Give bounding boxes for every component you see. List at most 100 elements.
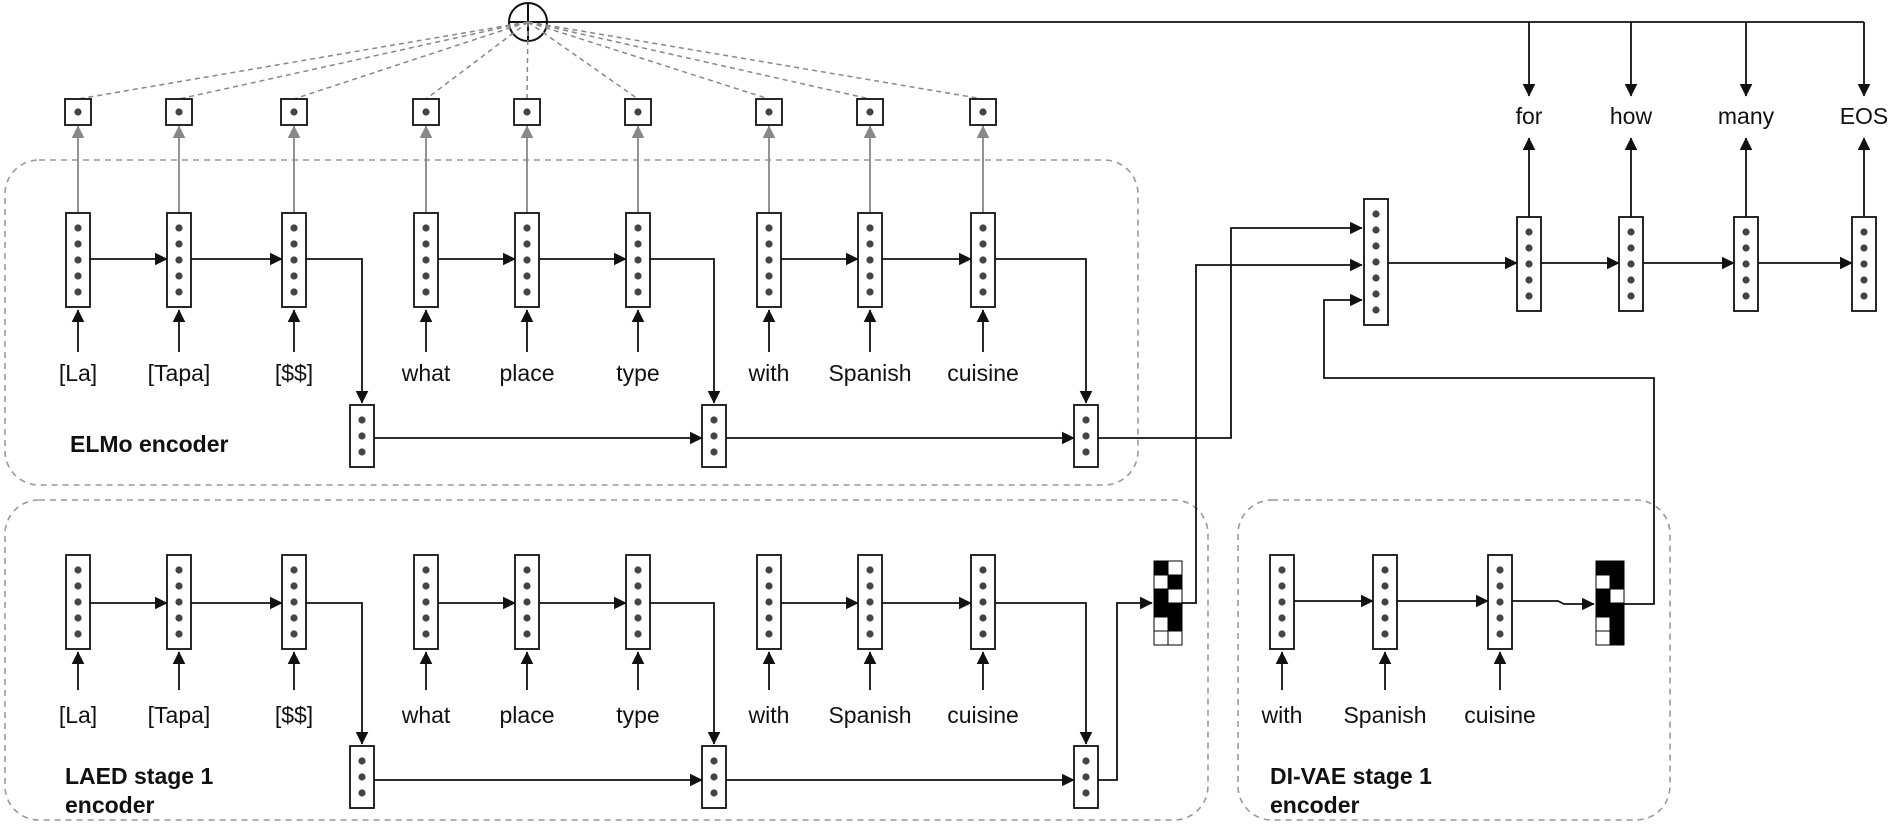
elmo-output-dot-6 (765, 108, 773, 116)
elmo-summary-vector-2 (1073, 404, 1099, 468)
vector-dot (866, 288, 874, 296)
vector-dot (1278, 630, 1286, 638)
elmo-encoder-title: ELMo encoder (70, 431, 229, 457)
vector-dot (422, 630, 430, 638)
vector-dot (175, 614, 183, 622)
output-token-label-2: many (1718, 103, 1775, 129)
vector-dot (290, 256, 298, 264)
laed-token-label-6: with (748, 702, 790, 728)
vector-dot (74, 288, 82, 296)
vector-dot (765, 614, 773, 622)
laed-token-label-7: Spanish (828, 702, 911, 728)
elmo-output-dot-2 (290, 108, 298, 116)
vector-dot (1742, 292, 1750, 300)
vector-dot (1525, 260, 1533, 268)
vector-dot (175, 256, 183, 264)
vector-dot (866, 566, 874, 574)
laed-summary-vector-2 (1073, 745, 1099, 809)
vector-dot (358, 448, 366, 456)
divae-vector-1 (1372, 554, 1398, 650)
vector-dot (634, 614, 642, 622)
laed-token-label-4: place (500, 702, 555, 728)
elmo-dashed-link-0 (77, 21, 529, 100)
decoder-input-vector (1363, 198, 1389, 326)
vector-dot (1496, 582, 1504, 590)
vector-dot (866, 272, 874, 280)
vector-dot (866, 614, 874, 622)
vector-dot (74, 272, 82, 280)
code-cell-filled (1609, 574, 1625, 590)
vector-dot (74, 598, 82, 606)
vector-dot (1860, 244, 1868, 252)
elmo-group-arrow-0 (306, 258, 369, 404)
vector-dot (1627, 260, 1635, 268)
vector-dot (523, 582, 531, 590)
vector-dot (1381, 598, 1389, 606)
elmo-vector-5 (625, 212, 651, 308)
vector-dot (1860, 228, 1868, 236)
vector-dot (866, 630, 874, 638)
vector-dot (523, 272, 531, 280)
elmo-token-label-0: [La] (59, 360, 97, 386)
elmo-token-label-5: type (616, 360, 659, 386)
vector-dot (634, 224, 642, 232)
vector-dot (358, 757, 366, 765)
laed-group-arrow-0 (306, 602, 369, 745)
code-cell-empty (1153, 574, 1169, 590)
vector-dot (523, 256, 531, 264)
elmo-output-dot-5 (634, 108, 642, 116)
laed-token-label-0: [La] (59, 702, 97, 728)
laed-token-label-1: [Tapa] (148, 702, 211, 728)
divae-encoder-region (1237, 499, 1671, 821)
code-cell-empty (1167, 560, 1183, 576)
decoder-output-vector-1 (1618, 216, 1644, 312)
vector-dot (1496, 614, 1504, 622)
vector-dot (866, 256, 874, 264)
code-cell-filled (1167, 574, 1183, 590)
divae-token-label-0: with (1261, 702, 1303, 728)
code-cell-filled (1609, 560, 1625, 576)
vector-dot (1082, 416, 1090, 424)
laed-token-label-8: cuisine (947, 702, 1019, 728)
vector-dot (765, 582, 773, 590)
code-cell-empty (1595, 574, 1611, 590)
vector-dot (866, 240, 874, 248)
vector-dot (175, 630, 183, 638)
vector-dot (765, 224, 773, 232)
laed-token-label-3: what (401, 702, 451, 728)
elmo-output-cell-2 (280, 98, 308, 126)
vector-dot (979, 224, 987, 232)
code-cell-filled (1153, 588, 1169, 604)
vector-dot (1082, 432, 1090, 440)
laed-group-arrow-2 (995, 602, 1093, 745)
vector-dot (1372, 210, 1380, 218)
decoder-output-vector-2 (1733, 216, 1759, 312)
elmo-vector-2 (281, 212, 307, 308)
vector-dot (710, 448, 718, 456)
divae-to-decoder-arrow (1323, 293, 1655, 605)
vector-dot (1742, 276, 1750, 284)
laed-vector-8 (970, 554, 996, 650)
laed-token-label-5: type (616, 702, 659, 728)
vector-dot (1742, 244, 1750, 252)
vector-dot (1627, 276, 1635, 284)
elmo-group-arrow-1 (650, 258, 721, 404)
vector-dot (1496, 598, 1504, 606)
vector-dot (1860, 292, 1868, 300)
vector-dot (523, 240, 531, 248)
elmo-output-dot-7 (866, 108, 874, 116)
vector-dot (634, 288, 642, 296)
vector-dot (290, 630, 298, 638)
vector-dot (710, 757, 718, 765)
laed-vector-0 (65, 554, 91, 650)
vector-dot (175, 288, 183, 296)
divae-latent-code-grid (1595, 560, 1625, 646)
vector-dot (523, 630, 531, 638)
laed-vector-7 (857, 554, 883, 650)
code-cell-empty (1609, 588, 1625, 604)
elmo-summary-vector-1 (701, 404, 727, 468)
vector-dot (1082, 757, 1090, 765)
vector-dot (358, 773, 366, 781)
